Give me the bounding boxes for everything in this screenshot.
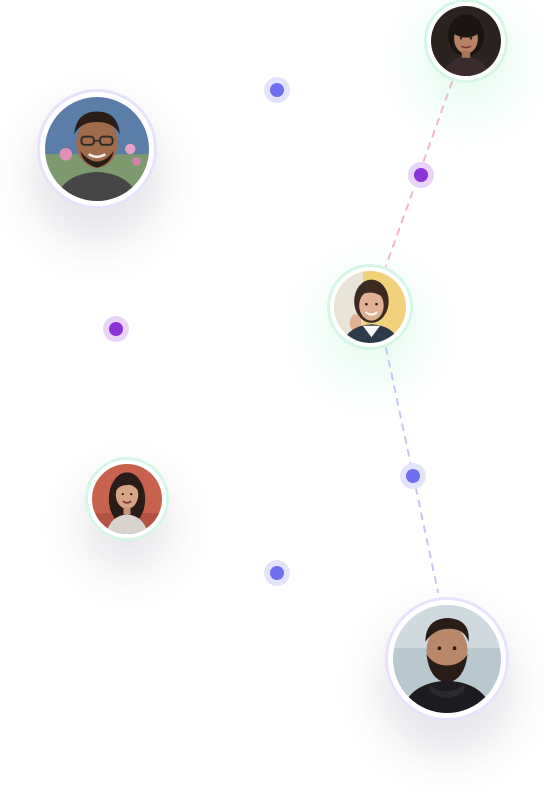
woman-portrait-icon xyxy=(92,464,162,534)
bearded-man-portrait-icon xyxy=(393,605,501,713)
woman-portrait-icon xyxy=(431,6,501,76)
avatar-bottom-right xyxy=(388,600,506,718)
connector-dot-blue xyxy=(264,77,290,103)
connector-dot-purple xyxy=(408,162,434,188)
smiling-woman-portrait-icon xyxy=(334,271,406,343)
avatar-mid-left xyxy=(88,460,166,538)
connector-dot-blue xyxy=(264,560,290,586)
avatar-top-left xyxy=(40,92,154,206)
connector-dot-blue xyxy=(400,463,426,489)
connector-dot-purple xyxy=(103,316,129,342)
avatar-mid-right xyxy=(330,267,410,347)
avatar-top-right xyxy=(427,2,505,80)
man-with-glasses-portrait-icon xyxy=(45,97,149,201)
